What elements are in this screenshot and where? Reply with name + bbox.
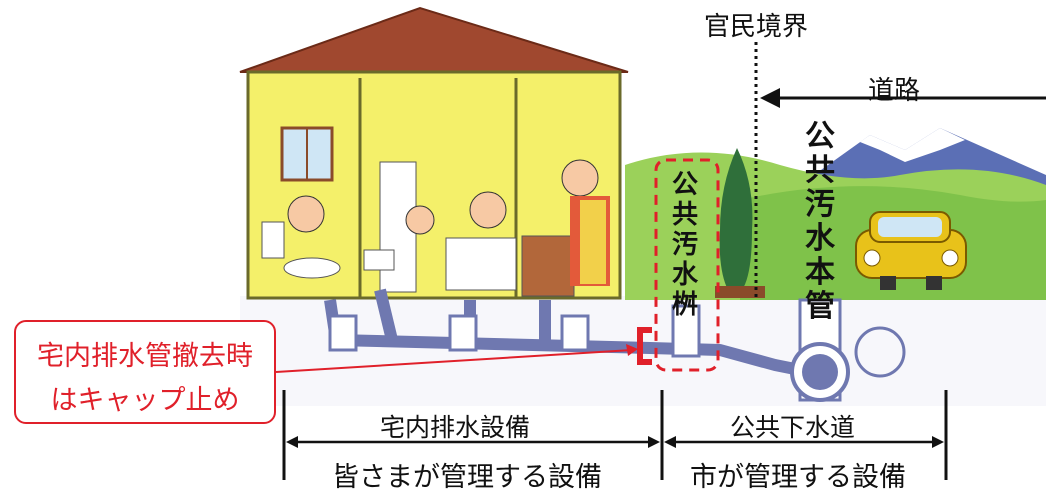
public-extent-arrowhead-right xyxy=(932,436,944,448)
main-pipe-label: 公共汚水本管 xyxy=(805,119,835,324)
callout-text-line2: はキャップ止め xyxy=(50,385,240,416)
indoor-extent-arrowhead-right xyxy=(648,436,660,448)
tree-planter xyxy=(715,286,765,298)
mountain-snow xyxy=(860,128,965,162)
public-extent-arrowhead-left xyxy=(664,436,676,448)
indoor-extent-arrowhead-left xyxy=(286,436,298,448)
indoor-facility-label: 宅内排水設備 xyxy=(380,413,531,442)
callout-leader xyxy=(275,349,633,373)
public-basin-box xyxy=(654,158,720,372)
city-managed-label: 市が管理する設備 xyxy=(690,462,906,493)
house-illustration xyxy=(239,6,629,300)
boundary-label: 官民境界 xyxy=(704,12,809,42)
cap-marker xyxy=(637,327,652,365)
road-label: 道路 xyxy=(868,76,921,106)
public-basin-label: 公共汚水桝 xyxy=(671,170,698,320)
tree xyxy=(719,148,753,290)
road-arrowhead xyxy=(760,88,780,108)
callout-text-line1: 宅内排水管撤去時 xyxy=(37,341,253,372)
resident-managed-label: 皆さまが管理する設備 xyxy=(332,462,602,493)
car-illustration xyxy=(855,211,967,290)
public-sewer-label: 公共下水道 xyxy=(730,413,856,442)
cap-callout: 宅内排水管撤去時 はキャップ止め xyxy=(14,320,276,424)
main-pipe-section-inner xyxy=(802,354,838,390)
callout-leader-arrowhead xyxy=(626,344,638,356)
main-pipe-outline xyxy=(854,326,906,378)
